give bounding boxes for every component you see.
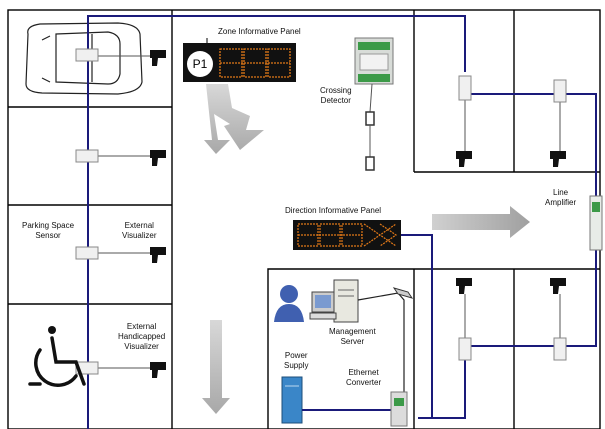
- external-visualizer-icon: [150, 362, 166, 378]
- zone-panel-label: Zone Informative Panel: [218, 27, 301, 36]
- management-server-label: Management Server: [329, 327, 376, 346]
- sensor-bus-left: [87, 15, 466, 429]
- external-visualizer-icon: [456, 151, 472, 167]
- ethernet-converter-label: Ethernet Converter: [346, 368, 382, 387]
- crossing-detector-loop: [365, 111, 375, 126]
- external-visualizer-icon: [550, 151, 566, 167]
- parking-space-sensor-label: Parking Space Sensor: [22, 221, 75, 240]
- parking-space-sensor: [553, 79, 567, 103]
- parking-space-sensor: [458, 75, 472, 101]
- external-visualizer-icon: [456, 278, 472, 294]
- crossing-detector-label: Crossing Detector: [320, 86, 352, 105]
- external-visualizer-icon: [150, 50, 166, 66]
- parking-space-sensor: [458, 337, 472, 361]
- power-supply-unit: [281, 376, 303, 424]
- line-amplifier-unit: [589, 195, 603, 251]
- arrow-right: [432, 206, 530, 238]
- arrow-down-right: [204, 84, 264, 154]
- line-amplifier-label: Line Amplifier: [545, 188, 577, 207]
- direction-informative-panel: [293, 220, 401, 250]
- external-visualizer-icon: [150, 247, 166, 263]
- parking-space-sensor: [75, 48, 99, 62]
- network-hub-icon: [392, 287, 414, 299]
- management-server-icon: [309, 279, 359, 323]
- right-parking-sensors: [458, 75, 567, 361]
- parking-space-sensor: [75, 246, 99, 260]
- traffic-arrows: [202, 84, 530, 414]
- sensor-connectors: [98, 55, 152, 369]
- wheelchair-icon: [28, 326, 86, 387]
- external-visualizers: [150, 50, 566, 378]
- ethernet-converter-unit: [390, 391, 408, 427]
- zone-id-badge: P1: [187, 51, 213, 77]
- external-visualizer-label: External Visualizer: [122, 221, 157, 240]
- arrow-down: [202, 320, 230, 414]
- parking-space-sensor: [553, 337, 567, 361]
- external-visualizer-icon: [150, 150, 166, 166]
- crossing-detector-loop: [365, 156, 375, 171]
- parking-space-sensors: [75, 48, 99, 375]
- external-visualizer-icon: [550, 278, 566, 294]
- network-cable: [357, 292, 405, 392]
- user-icon: [274, 285, 304, 322]
- right-sensor-stems: [464, 100, 561, 340]
- crossing-detector-unit: [354, 37, 394, 171]
- direction-panel-label: Direction Informative Panel: [285, 206, 382, 215]
- right-bus: [401, 84, 597, 419]
- power-supply-label: Power Supply: [284, 351, 309, 370]
- parking-space-sensor: [75, 361, 99, 375]
- parking-space-sensor: [75, 149, 99, 163]
- external-handicapped-visualizer-label: External Handicapped Visualizer: [118, 322, 166, 351]
